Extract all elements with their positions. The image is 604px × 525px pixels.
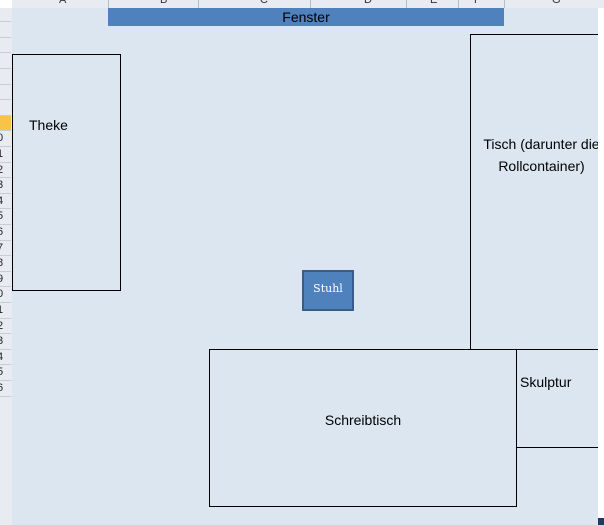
row-header-number[interactable]: 2: [0, 319, 11, 335]
row-header-number[interactable]: 3: [0, 334, 11, 350]
corner-marker: [598, 518, 604, 525]
column-header-c[interactable]: C: [260, 0, 268, 6]
row-header-number[interactable]: 6: [0, 381, 11, 397]
row-header-number[interactable]: 5: [0, 365, 11, 381]
column-header-g[interactable]: G: [552, 0, 561, 6]
column-header-e[interactable]: E: [430, 0, 438, 6]
row-header-number[interactable]: 1: [0, 303, 11, 319]
theke-label: Theke: [29, 117, 68, 133]
row-header-number[interactable]: [0, 53, 11, 69]
row-header-number[interactable]: 4: [0, 350, 11, 366]
row-header-number[interactable]: [0, 85, 11, 101]
row-header-number[interactable]: 0: [0, 287, 11, 303]
column-header-a[interactable]: A: [59, 0, 67, 6]
row-header-number[interactable]: [0, 22, 11, 38]
column-separator: [406, 0, 407, 8]
stuhl-shape[interactable]: Stuhl: [302, 270, 354, 311]
row-header-number[interactable]: 2: [0, 163, 11, 179]
row-header-number[interactable]: [0, 38, 11, 54]
row-header-number[interactable]: 7: [0, 241, 11, 257]
tisch-label-line1: Tisch (darunter die: [483, 136, 600, 152]
tisch-label-line2: Rollcontainer): [498, 158, 585, 174]
schreibtisch-box[interactable]: Schreibtisch: [209, 349, 517, 507]
skulptur-label: Skulptur: [520, 374, 572, 390]
skulptur-box[interactable]: Skulptur: [516, 349, 604, 448]
row-header-number[interactable]: 0: [0, 131, 11, 147]
row-header-number[interactable]: [0, 69, 11, 85]
row-header-number[interactable]: 5: [0, 209, 11, 225]
column-separator: [108, 0, 109, 8]
column-separator: [310, 0, 311, 8]
column-separator: [504, 0, 505, 8]
column-header-d[interactable]: D: [364, 0, 372, 6]
row-header-number[interactable]: 3: [0, 178, 11, 194]
row-header-number[interactable]: 8: [0, 256, 11, 272]
schreibtisch-label: Schreibtisch: [324, 412, 402, 428]
column-separator: [198, 0, 199, 8]
column-header-b[interactable]: B: [160, 0, 168, 6]
sheet-right-edge: [598, 8, 604, 525]
row-header-number[interactable]: 9: [0, 272, 11, 288]
row-header-number[interactable]: 4: [0, 194, 11, 210]
row-header-number[interactable]: 6: [0, 225, 11, 241]
fenster-bar[interactable]: Fenster: [108, 8, 504, 26]
room-floor: Theke Tisch (darunter die Rollcontainer)…: [12, 8, 604, 525]
column-separator: [458, 0, 459, 8]
column-header-f[interactable]: F: [474, 0, 481, 6]
tisch-label: Tisch (darunter die Rollcontainer): [471, 133, 604, 177]
row-header-number[interactable]: [0, 115, 11, 132]
row-header-number[interactable]: [0, 8, 11, 23]
row-header-number[interactable]: [0, 100, 11, 116]
theke-box[interactable]: Theke: [12, 54, 121, 291]
row-header-number[interactable]: 1: [0, 147, 11, 163]
tisch-box[interactable]: Tisch (darunter die Rollcontainer): [470, 34, 604, 350]
